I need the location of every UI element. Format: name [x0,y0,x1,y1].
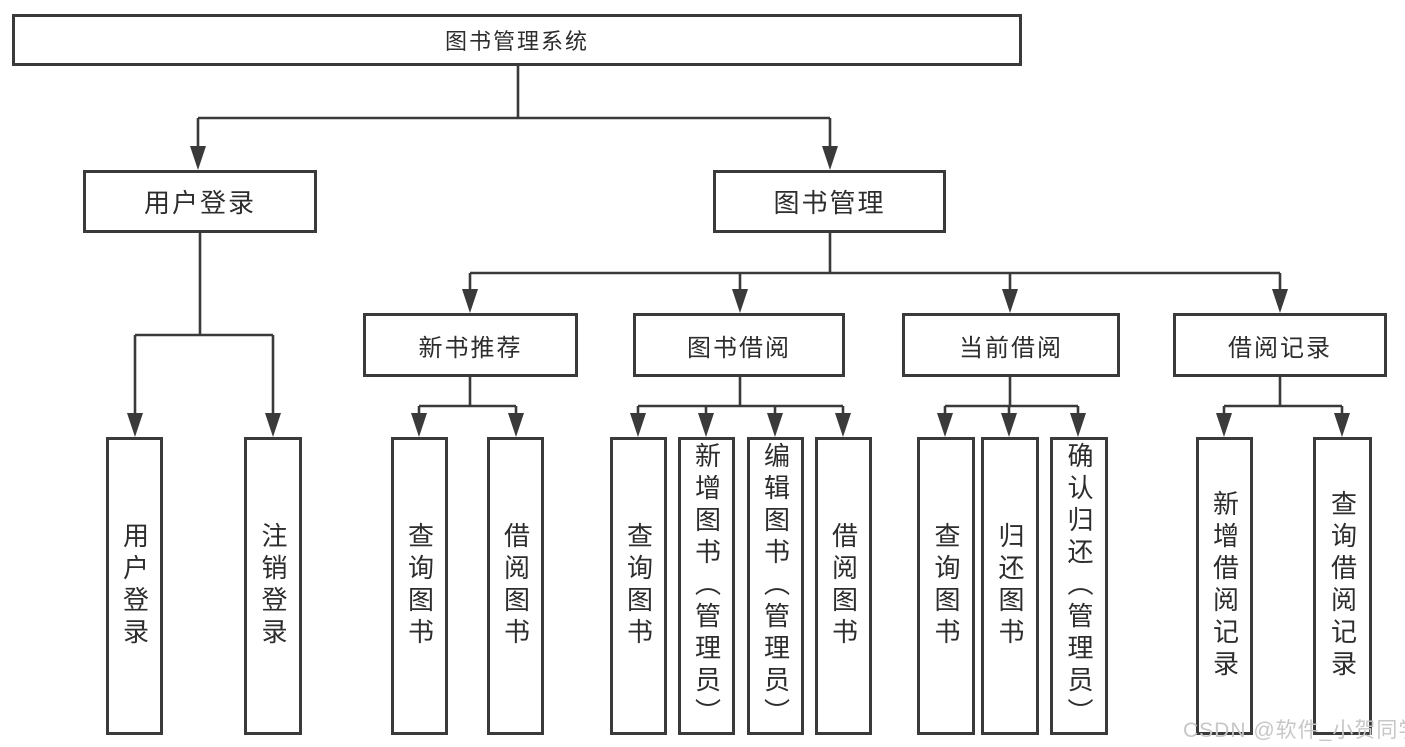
leaf-current-query-books-label: 查询图书 [931,522,961,650]
leaf-borrow-add-books-label: 新增图书（管理员） [691,442,722,730]
leaf-borrow-edit-books-label: 编辑图书（管理员） [760,442,791,730]
leaf-current-return-books: 归还图书 [981,437,1039,735]
leaf-recommend-query-books-label: 查询图书 [404,522,435,650]
leaf-borrow-query-books: 查询图书 [610,437,667,735]
leaf-records-query-record: 查询借阅记录 [1313,437,1372,735]
leaf-current-query-books: 查询图书 [917,437,975,735]
leaf-records-add-record-label: 新增借阅记录 [1209,490,1240,682]
leaf-borrow-borrow-books-label: 借阅图书 [828,522,859,650]
leaf-borrow-edit-books: 编辑图书（管理员） [747,437,804,735]
csdn-watermark: CSDN @软件_小贺同学 [1183,719,1405,742]
leaf-logout: 注销登录 [244,437,302,735]
node-book-management: 图书管理 [713,170,946,233]
leaf-current-return-books-label: 归还图书 [995,522,1025,650]
node-user-login-label: 用户登录 [143,188,256,218]
leaf-logout-label: 注销登录 [258,522,288,650]
leaf-recommend-query-books: 查询图书 [391,437,448,735]
node-current-borrow: 当前借阅 [902,313,1120,377]
node-user-login: 用户登录 [83,170,317,233]
leaf-borrow-borrow-books: 借阅图书 [815,437,872,735]
leaf-current-confirm-return: 确认归还（管理员） [1050,437,1108,735]
node-root: 图书管理系统 [12,14,1022,66]
node-borrow-records-label: 借阅记录 [1228,334,1332,362]
leaf-recommend-borrow-books: 借阅图书 [487,437,544,735]
leaf-borrow-query-books-label: 查询图书 [623,522,654,650]
node-book-borrow-label: 图书借阅 [687,334,791,362]
leaf-records-add-record: 新增借阅记录 [1196,437,1253,735]
node-borrow-records: 借阅记录 [1173,313,1387,377]
leaf-user-login: 用户登录 [106,437,163,735]
node-root-label: 图书管理系统 [444,29,589,54]
node-current-borrow-label: 当前借阅 [959,334,1063,362]
leaf-user-login-label: 用户登录 [119,522,150,650]
node-new-book-recommend: 新书推荐 [363,313,578,377]
leaf-borrow-add-books: 新增图书（管理员） [678,437,735,735]
node-book-management-label: 图书管理 [773,188,886,218]
node-new-book-recommend-label: 新书推荐 [418,334,523,362]
leaf-recommend-borrow-books-label: 借阅图书 [500,522,531,650]
leaf-records-query-record-label: 查询借阅记录 [1327,490,1358,682]
node-book-borrow: 图书借阅 [633,313,845,377]
leaf-current-confirm-return-label: 确认归还（管理员） [1064,442,1094,730]
